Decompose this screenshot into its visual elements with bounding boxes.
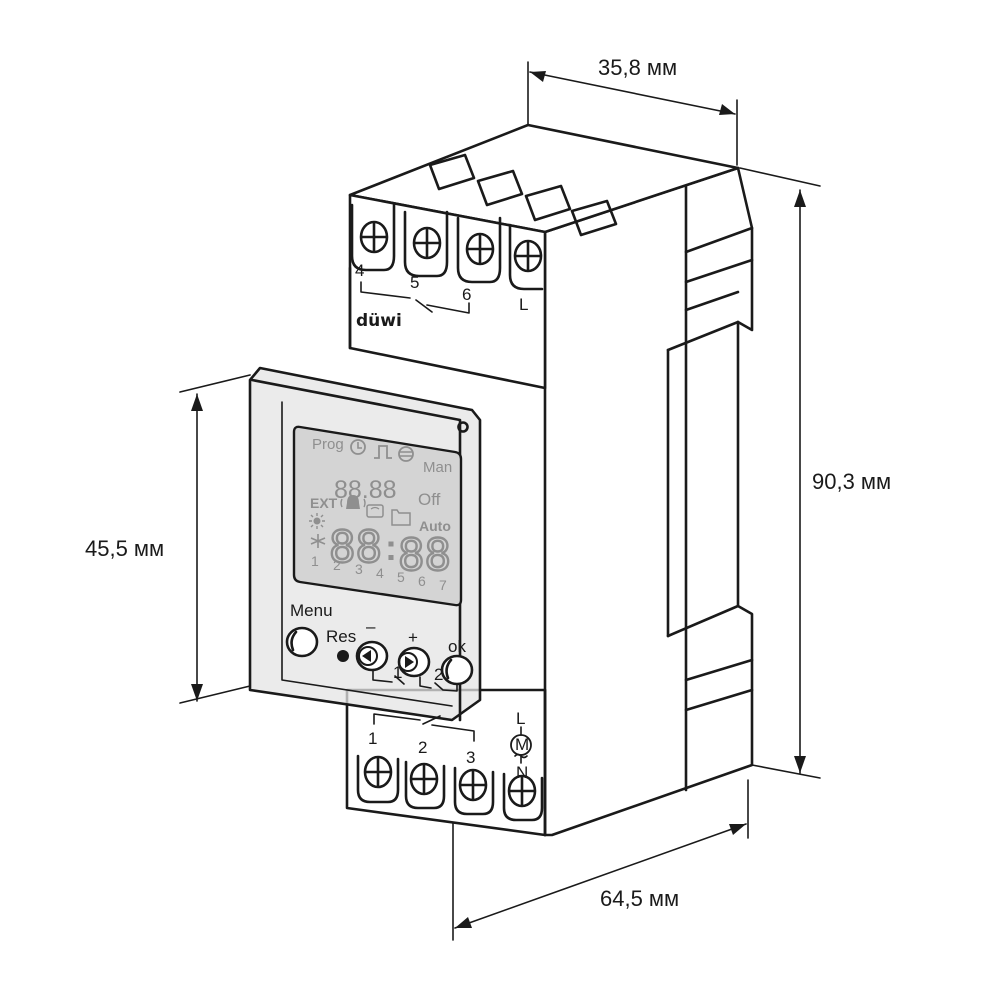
bottom-terminal-1: [356, 754, 400, 804]
top-terminal-label-l: L: [519, 295, 528, 314]
small-label-2: 2: [434, 665, 443, 684]
lcd-ext-label: EXT: [310, 495, 338, 511]
lcd-big-digits-right: 88: [398, 530, 451, 581]
width-dimension-label: 35,8 мм: [598, 55, 677, 80]
lcd-small-digits: 88.88: [334, 476, 397, 504]
bottom-contact-diagram: [373, 713, 475, 742]
weekday-5: 5: [397, 569, 405, 585]
top-terminal-6: [456, 216, 502, 284]
res-label: Res: [326, 627, 356, 646]
minus-label: –: [366, 617, 376, 636]
lcd-window: [292, 425, 463, 607]
weekday-3: 3: [355, 561, 363, 577]
ok-label: ok: [448, 637, 466, 656]
top-terminal-4: [350, 203, 396, 272]
weekday-4: 4: [376, 565, 384, 581]
lcd-auto-label: Auto: [419, 518, 451, 534]
top-terminal-l: [508, 223, 544, 291]
bottom-terminal-label-2: 2: [418, 738, 427, 757]
cover-hinge: [457, 421, 469, 433]
lcd-off-label: Off: [418, 490, 441, 509]
weekday-1: 1: [311, 553, 319, 569]
top-terminal-label-4: 4: [355, 261, 364, 280]
motor-symbol: [510, 726, 532, 764]
ok-button[interactable]: [440, 654, 474, 686]
control-buttons: [285, 626, 474, 692]
lcd-content: Prog Man 88.88 Off EXT Auto: [309, 436, 452, 593]
menu-button[interactable]: [285, 626, 319, 658]
small-label-1: 1: [393, 663, 402, 682]
remote-icon: [366, 504, 384, 518]
bottom-terminal-3: [453, 766, 495, 816]
lcd-prog-label: Prog: [312, 436, 344, 453]
motor-label-l: L: [516, 709, 525, 728]
bottom-terminal-2: [404, 760, 446, 810]
bottom-terminal-label-3: 3: [466, 748, 475, 767]
menu-label: Menu: [290, 601, 333, 620]
button-contact-diagram: [372, 670, 458, 692]
bottom-terminals: [356, 713, 544, 822]
pulse-icon: [374, 445, 392, 459]
weekday-6: 6: [418, 573, 426, 589]
top-terminal-5: [403, 210, 449, 278]
top-terminal-label-5: 5: [410, 273, 419, 292]
top-contact-diagram: [360, 281, 470, 314]
bell-icon: [340, 495, 366, 509]
left-arrow-button[interactable]: [355, 640, 389, 672]
bottom-terminal-label-1: 1: [368, 729, 377, 748]
weekday-2: 2: [333, 557, 341, 573]
depth-dimension-label: 64,5 мм: [600, 886, 679, 911]
top-terminals: [350, 203, 544, 314]
motor-label-n: N: [516, 763, 528, 782]
left-arrow-icon: [362, 650, 371, 662]
side-panel: [543, 166, 754, 837]
height-dimension-label: 90,3 мм: [812, 469, 891, 494]
lcd-big-digits-left: 88: [329, 522, 382, 573]
right-arrow-button[interactable]: [397, 646, 431, 678]
top-terminal-label-6: 6: [462, 285, 471, 304]
reset-button[interactable]: [337, 650, 349, 662]
brand-logo: düwi: [356, 311, 402, 331]
front-height-dimension-label: 45,5 мм: [85, 536, 164, 561]
motor-label-m: M: [515, 735, 529, 754]
sun-icon: [309, 513, 325, 529]
lcd-man-label: Man: [423, 459, 452, 476]
snowflake-icon: [310, 534, 326, 548]
clock-icon: [350, 439, 366, 455]
plus-label: +: [408, 628, 418, 647]
top-vents: [428, 153, 618, 237]
weekday-7: 7: [439, 577, 447, 593]
lcd-colon: :: [385, 527, 397, 568]
dimension-lines: [179, 61, 821, 941]
folder-icon: [391, 509, 411, 526]
bottom-terminal-n: [502, 772, 544, 822]
cycle-icon: [398, 446, 414, 462]
right-arrow-icon: [405, 656, 414, 668]
